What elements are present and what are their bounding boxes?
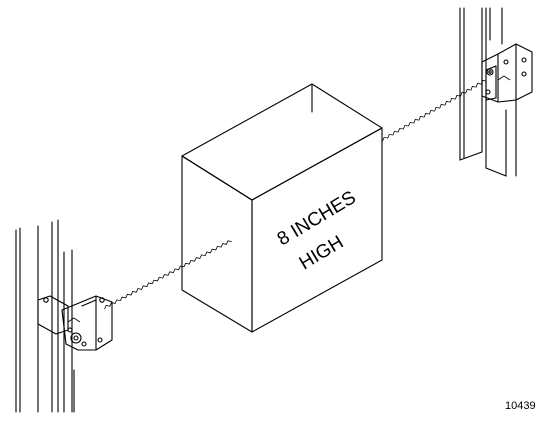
left-sensor-bracket [37,295,113,351]
left-light-beam [104,240,232,310]
left-upright-post [15,219,75,413]
right-light-beam [382,80,487,142]
box-label-line1: 8 INCHES [274,187,360,250]
figure-number: 10439 [505,400,536,412]
right-sensor-bracket [481,43,533,103]
right-upright-post [459,7,517,177]
test-box: 8 INCHES HIGH [181,83,383,333]
